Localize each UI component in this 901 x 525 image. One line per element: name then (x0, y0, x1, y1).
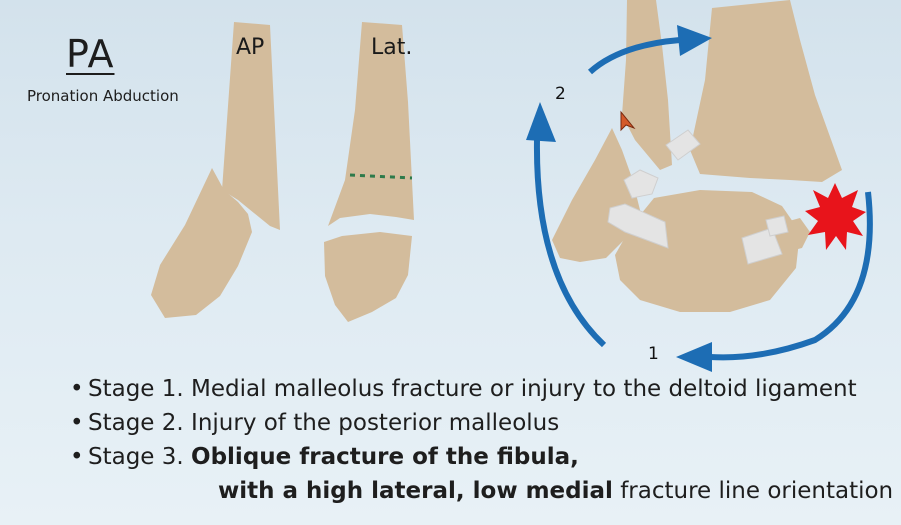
stage-item-2: •Stage 2. Injury of the posterior malleo… (70, 406, 893, 440)
stage-3-bold-text: Oblique fracture of the fibula, (191, 444, 579, 470)
lat-view-bones (324, 22, 414, 322)
arrow-left-head (526, 102, 556, 142)
ap-view-bones (151, 22, 280, 318)
stage-item-1: •Stage 1. Medial malleolus fracture or i… (70, 372, 893, 406)
stage-1-text: Medial malleolus fracture or injury to t… (191, 376, 857, 402)
stage-2-prefix: Stage 2. (88, 410, 191, 436)
bullet-icon: • (70, 440, 88, 474)
arrow-stage-2-head (677, 25, 712, 56)
injury-starburst-icon (805, 183, 866, 250)
bullet-icon: • (70, 372, 88, 406)
arrow-stage-1-head (676, 342, 712, 372)
ligament-5 (766, 216, 788, 236)
ankle-bones (552, 0, 842, 312)
lat-fibula-lower (324, 232, 412, 322)
stage-item-3: •Stage 3. Oblique fracture of the fibula… (70, 440, 893, 474)
page-subtitle: Pronation Abduction (27, 87, 179, 105)
view-label-lat: Lat. (371, 35, 412, 60)
view-label-ap: AP (236, 35, 264, 60)
bullet-icon: • (70, 406, 88, 440)
stage-3-prefix: Stage 3. (88, 444, 191, 470)
stage-1-prefix: Stage 1. (88, 376, 191, 402)
stage-list: •Stage 1. Medial malleolus fracture or i… (70, 372, 893, 508)
arrow-number-2: 2 (555, 84, 566, 104)
stage-3-line2-text: fracture line orientation (613, 478, 893, 504)
posterior-fragment (622, 0, 672, 170)
stage-2-text: Injury of the posterior malleolus (191, 410, 559, 436)
stage-3-line2-bold: with a high lateral, low medial (218, 478, 613, 504)
stage-item-3-continuation: with a high lateral, low medial fracture… (70, 474, 893, 508)
tibia (690, 0, 842, 182)
page-title: PA (66, 32, 114, 76)
arrow-number-1: 1 (648, 344, 659, 364)
